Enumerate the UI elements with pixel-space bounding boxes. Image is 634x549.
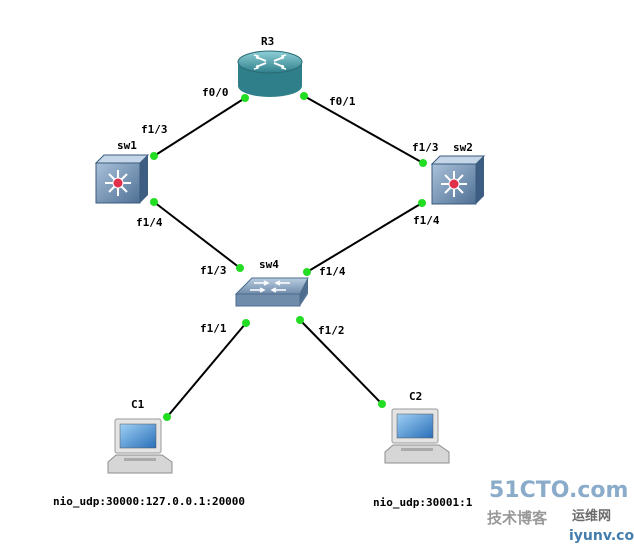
port-label-sw1-f1-3: f1/3	[141, 123, 168, 136]
switch-sw1[interactable]: sw1	[94, 139, 150, 204]
ethernet-switch-icon	[234, 277, 309, 307]
link-sw4-c2[interactable]	[299, 319, 383, 405]
router-r3[interactable]: R3	[237, 35, 303, 97]
multilayer-switch-icon	[94, 154, 150, 204]
port-dot[interactable]	[236, 264, 244, 272]
port-dot[interactable]	[296, 316, 304, 324]
device-label-sw1: sw1	[117, 139, 137, 152]
port-label-r3-f0-1: f0/1	[329, 95, 356, 108]
port-label-sw4-f1-3: f1/3	[200, 264, 227, 277]
port-label-sw2-f1-4: f1/4	[413, 214, 440, 227]
device-label-c1: C1	[131, 398, 145, 411]
watermark-site: 运维网	[572, 508, 611, 524]
watermark-url: iyunv.com	[569, 528, 634, 544]
port-label-sw2-f1-3: f1/3	[412, 141, 439, 154]
port-label-sw4-f1-4: f1/4	[319, 265, 346, 278]
switch-sw4[interactable]: sw4	[234, 258, 309, 307]
pc-icon	[107, 418, 173, 474]
links	[153, 95, 424, 418]
port-dot[interactable]	[150, 198, 158, 206]
link-r3-sw2[interactable]	[303, 95, 424, 164]
port-dots	[150, 92, 427, 421]
port-dot[interactable]	[241, 94, 249, 102]
port-label-sw1-f1-4: f1/4	[136, 216, 163, 229]
link-r3-sw1[interactable]	[153, 97, 246, 157]
console-label-c1: nio_udp:30000:127.0.0.1:20000	[53, 495, 245, 508]
link-sw1-sw4[interactable]	[153, 201, 241, 269]
router-icon	[237, 50, 303, 97]
console-label-c2: nio_udp:30001:1	[373, 496, 473, 509]
watermark-tagline: 技术博客	[487, 509, 548, 527]
pc-icon	[384, 408, 450, 464]
port-dot[interactable]	[418, 199, 426, 207]
port-dot[interactable]	[300, 92, 308, 100]
switch-sw2[interactable]: sw2	[430, 141, 486, 205]
port-label-sw4-f1-1: f1/1	[200, 322, 227, 335]
port-labels: f0/0 f0/1 f1/3 f1/4 f1/3 f1/4 f1/3 f1/4 …	[136, 86, 440, 337]
pc-c2[interactable]: C2 nio_udp:30001:1	[373, 390, 473, 509]
port-dot[interactable]	[419, 159, 427, 167]
device-label-sw4: sw4	[259, 258, 279, 271]
pc-c1[interactable]: C1 nio_udp:30000:127.0.0.1:20000	[53, 398, 245, 508]
device-label-r3: R3	[261, 35, 274, 48]
link-sw2-sw4[interactable]	[306, 202, 423, 273]
port-dot[interactable]	[150, 152, 158, 160]
port-label-sw4-f1-2: f1/2	[318, 324, 345, 337]
watermark-brand: 51CTO.com	[489, 478, 628, 503]
port-dot[interactable]	[378, 400, 386, 408]
port-dot[interactable]	[163, 413, 171, 421]
multilayer-switch-icon	[430, 155, 486, 205]
port-label-r3-f0-0: f0/0	[202, 86, 229, 99]
port-dot[interactable]	[242, 319, 250, 327]
device-label-sw2: sw2	[453, 141, 473, 154]
link-sw4-c1[interactable]	[166, 322, 247, 418]
port-dot[interactable]	[303, 268, 311, 276]
watermark: 51CTO.com 技术博客 运维网 iyunv.com	[487, 478, 634, 544]
device-label-c2: C2	[409, 390, 422, 403]
